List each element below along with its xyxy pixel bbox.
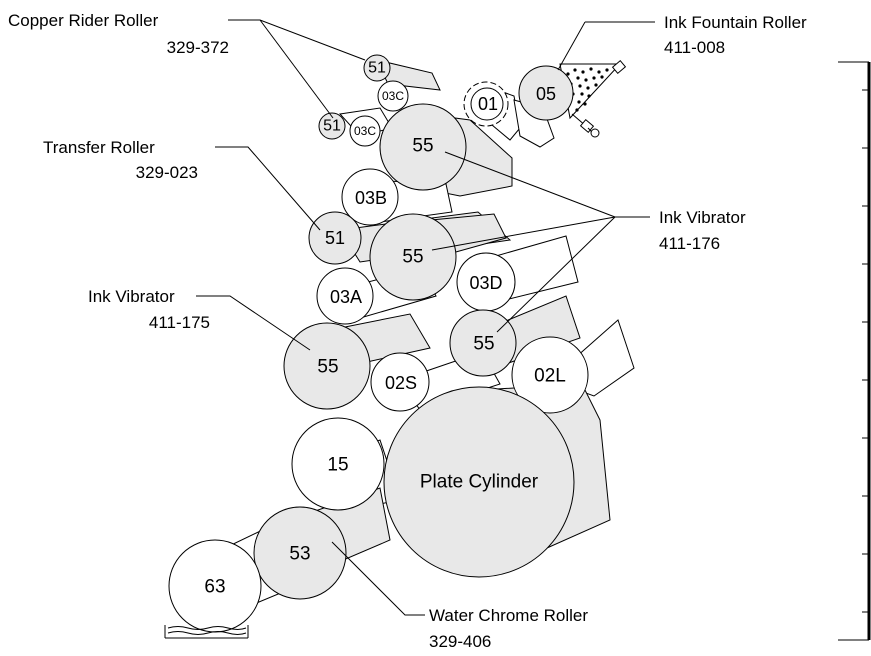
callouts: Copper Rider Roller 329-372 Ink Fountain…	[8, 11, 807, 651]
ink-fountain	[559, 60, 627, 138]
roller-55-vibrator-right	[449, 309, 517, 377]
callout-water-chrome-part: 329-406	[429, 632, 491, 651]
leader-lines	[196, 19, 655, 616]
roller-03c-low	[349, 115, 381, 147]
roller-55-top-label: 55	[412, 136, 433, 157]
roller-02s	[370, 352, 430, 412]
roller-51-mid	[318, 112, 346, 140]
water-pan	[164, 625, 249, 639]
callout-copper-rider-name: Copper Rider Roller	[8, 11, 159, 30]
rollers: 51 03C 01 05 51 03C 55 03B 51 55 03D 03A…	[168, 54, 589, 633]
callout-ink-fountain-part: 411-008	[664, 38, 725, 57]
plate-cylinder-label: Plate Cylinder	[420, 472, 539, 493]
callout-copper-rider-part: 329-372	[167, 38, 229, 57]
callout-transfer-name: Transfer Roller	[43, 138, 155, 157]
callout-ink-vibrator-175-name: Ink Vibrator	[88, 287, 175, 306]
callout-water-chrome-name: Water Chrome Roller	[429, 606, 588, 625]
roller-05-label: 05	[536, 84, 556, 104]
roller-02l	[511, 336, 589, 414]
side-frame	[838, 61, 871, 641]
roller-03c-top	[377, 80, 409, 112]
roller-03a	[316, 267, 374, 325]
roller-55-vibrator-left-label: 55	[317, 357, 338, 378]
roller-01-inner	[470, 87, 504, 121]
roller-05	[518, 65, 574, 121]
roller-55-vibrator-right-label: 55	[473, 334, 494, 355]
roller-55-vibrator-left	[283, 322, 371, 410]
roller-15-label: 15	[327, 455, 348, 476]
roller-63-label: 63	[204, 577, 225, 598]
callout-ink-vibrator-176-part: 411-176	[659, 234, 720, 253]
roller-55-mid-label: 55	[402, 247, 423, 268]
roller-02l-label: 02L	[534, 366, 566, 387]
roller-02s-label: 02S	[385, 373, 417, 393]
roller-01-label: 01	[478, 94, 498, 114]
roller-53-label: 53	[289, 544, 310, 565]
roller-03a-label: 03A	[330, 287, 362, 307]
callout-ink-vibrator-176-name: Ink Vibrator	[659, 208, 746, 227]
callout-ink-vibrator-175-part: 411-175	[149, 313, 210, 332]
roller-03b	[341, 168, 399, 226]
roller-51-transfer	[308, 211, 362, 265]
plate-cylinder	[383, 386, 575, 578]
roller-53	[253, 506, 347, 600]
callout-ink-fountain-name: Ink Fountain Roller	[664, 13, 807, 32]
roller-03c-low-label: 03C	[354, 124, 376, 138]
roller-51-top	[363, 54, 391, 82]
roller-03d-label: 03D	[469, 273, 502, 293]
roller-15	[291, 417, 385, 511]
roller-51-mid-label: 51	[323, 118, 341, 135]
callout-transfer-part: 329-023	[136, 163, 198, 182]
roller-55-mid	[369, 213, 457, 301]
roller-51-top-label: 51	[368, 60, 386, 77]
roller-03b-label: 03B	[355, 188, 387, 208]
roller-03c-top-label: 03C	[382, 89, 404, 103]
roller-55-top	[379, 103, 467, 191]
roller-51-transfer-label: 51	[325, 228, 345, 248]
